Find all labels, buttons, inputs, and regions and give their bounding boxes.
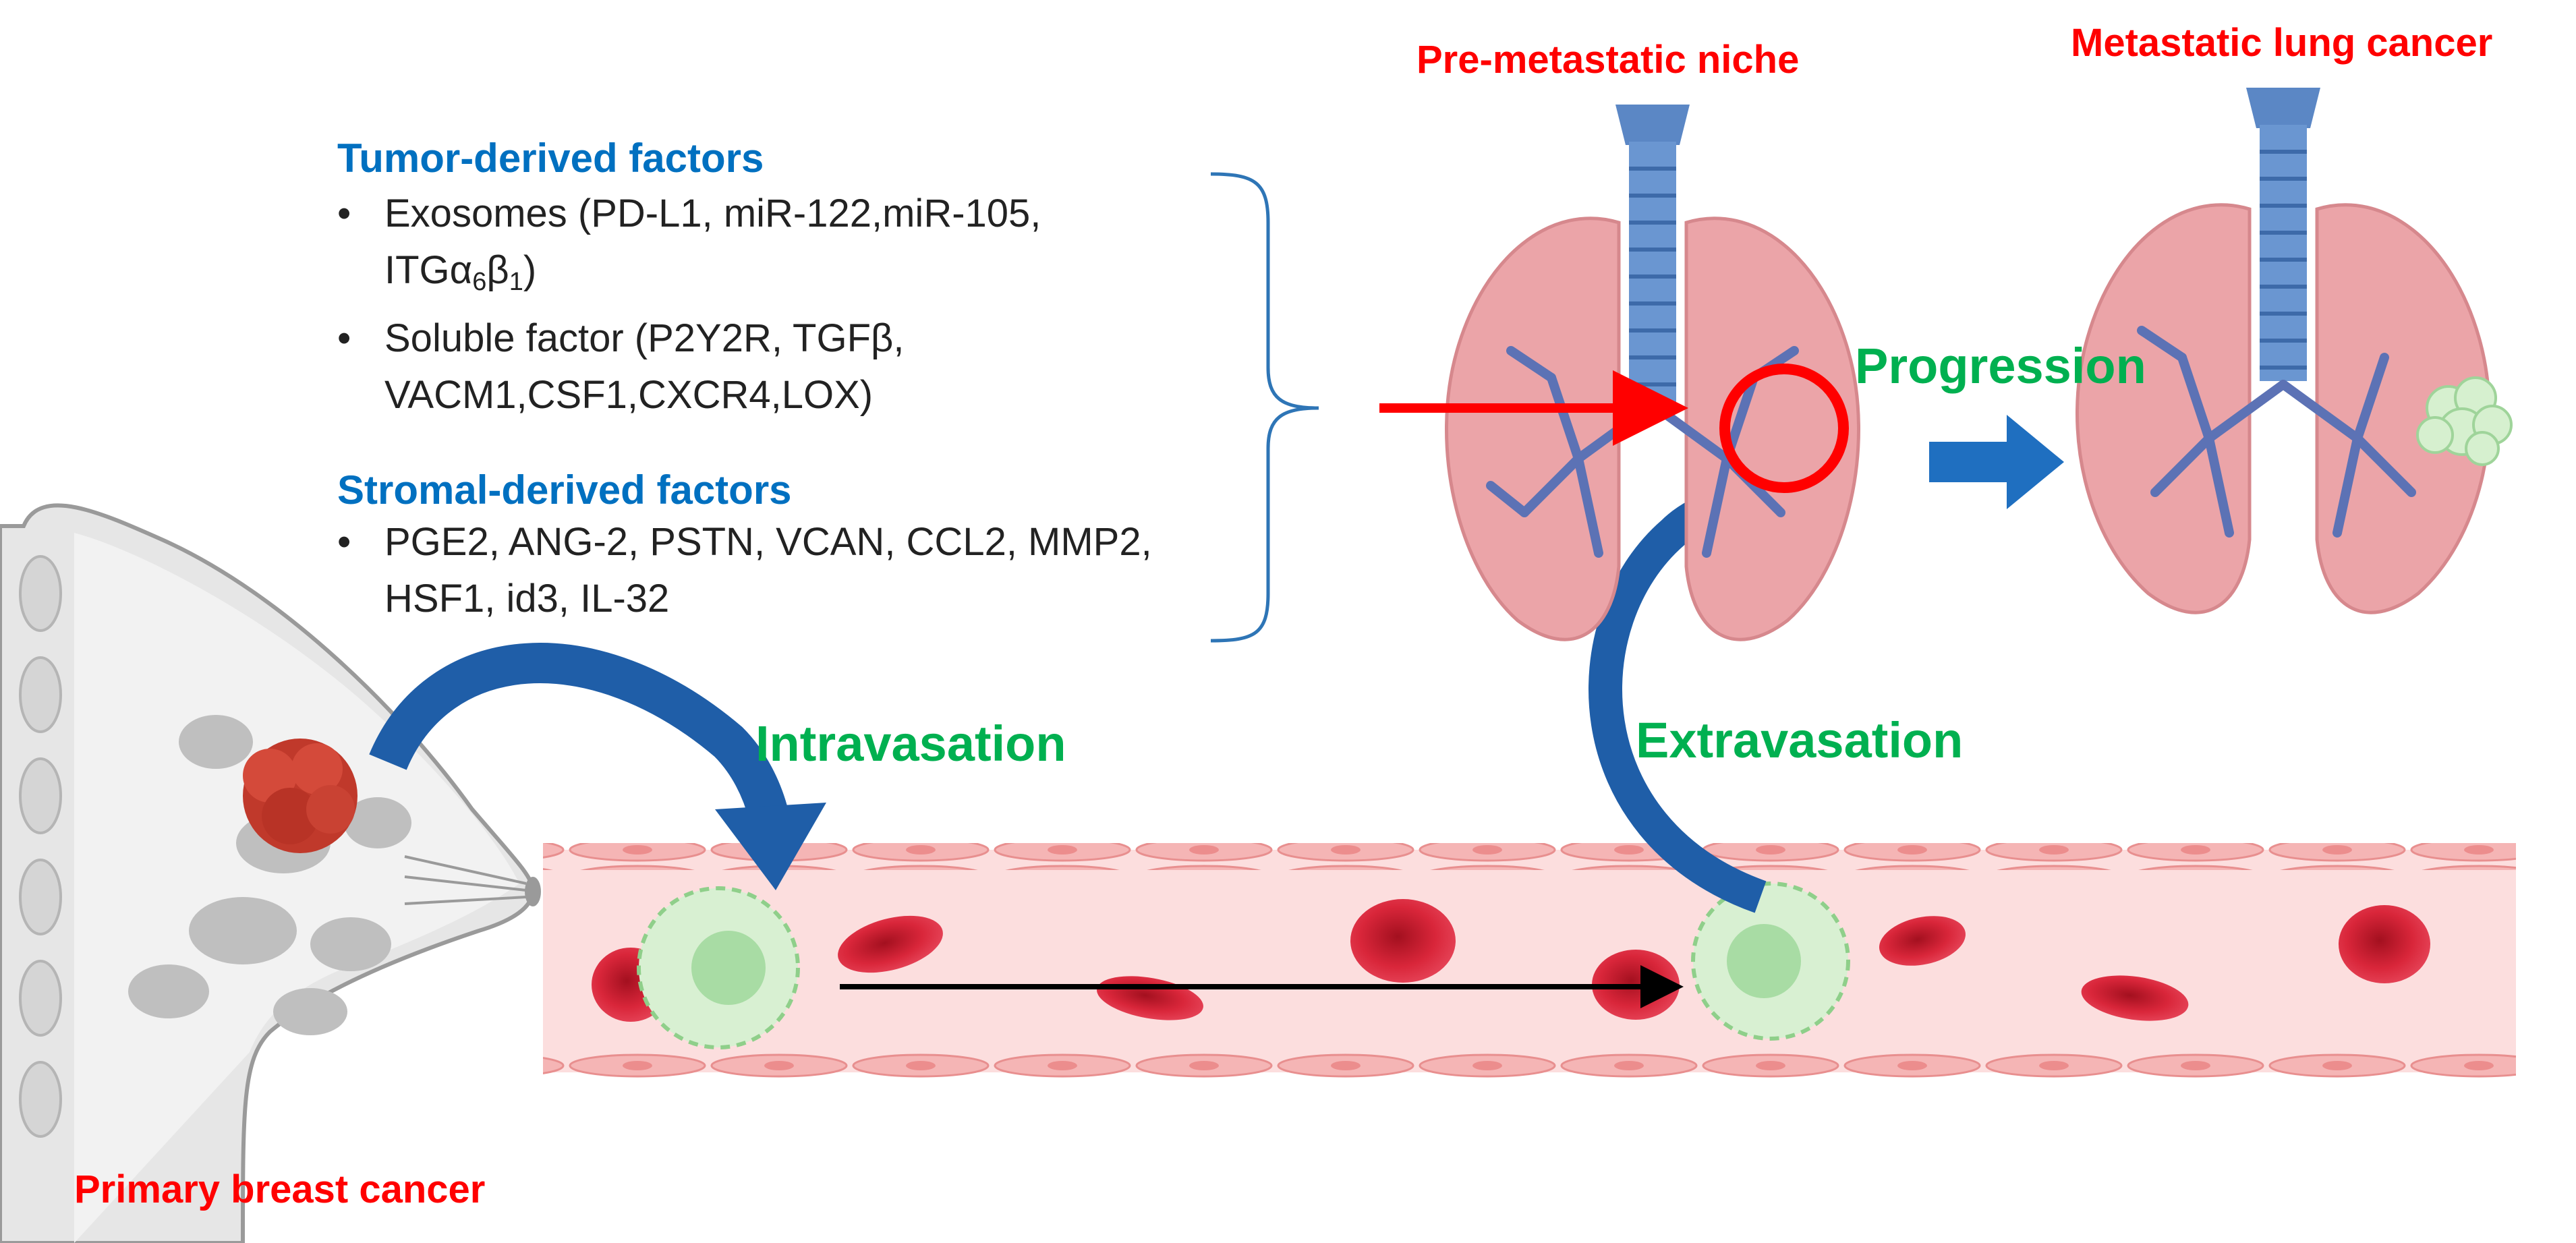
lung-metastasis	[2416, 376, 2513, 466]
progression-arrow	[1929, 415, 2064, 509]
intravasation-arrow	[369, 643, 826, 890]
red-blood-cell	[1350, 899, 1456, 983]
metastatic-lungs	[2076, 88, 2513, 614]
extravasation-label: Extravasation	[1636, 712, 1964, 768]
circulating-tumor-cell-1	[637, 886, 800, 1049]
factors-bracket	[1210, 172, 1319, 643]
circulating-tumor-cell-2	[1691, 881, 1850, 1041]
breast-illustration	[0, 503, 541, 1243]
red-blood-cell	[2081, 975, 2189, 1021]
tumor-factor-item-exosomes: •Exosomes (PD-L1, miR-122,miR-105,	[337, 192, 1041, 235]
intravasation-label: Intravasation	[755, 716, 1066, 772]
metastatic-title: Metastatic lung cancer	[2071, 21, 2493, 65]
tumor-factor-item-soluble-cont: VACM1,CSF1,CXCR4,LOX)	[384, 373, 874, 417]
stromal-factors-heading: Stromal-derived factors	[337, 467, 792, 513]
primary-title: Primary breast cancer	[74, 1167, 486, 1211]
stromal-factors-list: •PGE2, ANG-2, PSTN, VCAN, CCL2, MMP2, HS…	[337, 514, 1152, 627]
red-blood-cell	[838, 915, 943, 973]
blood-vessel	[543, 843, 2516, 1079]
niche-circle	[1719, 364, 1849, 493]
red-blood-cell	[1879, 916, 1966, 966]
tumor-factors-list: •Exosomes (PD-L1, miR-122,miR-105, ITGα6…	[337, 185, 1041, 424]
red-blood-cell	[2339, 905, 2430, 983]
tumor-factor-item-soluble: •Soluble factor (P2Y2R, TGFβ,	[337, 316, 905, 360]
stromal-factor-item: •PGE2, ANG-2, PSTN, VCAN, CCL2, MMP2,	[337, 520, 1152, 564]
premetastatic-lungs	[1379, 105, 1860, 641]
premetastatic-title: Pre-metastatic niche	[1416, 38, 1800, 82]
tumor-factors-heading: Tumor-derived factors	[337, 136, 764, 181]
stromal-factor-item-cont: HSF1, id3, IL-32	[384, 577, 670, 620]
tumor-factor-item-exosomes-cont: ITGα6β1)	[384, 248, 537, 296]
progression-label: Progression	[1855, 338, 2146, 394]
primary-tumor	[243, 739, 357, 853]
